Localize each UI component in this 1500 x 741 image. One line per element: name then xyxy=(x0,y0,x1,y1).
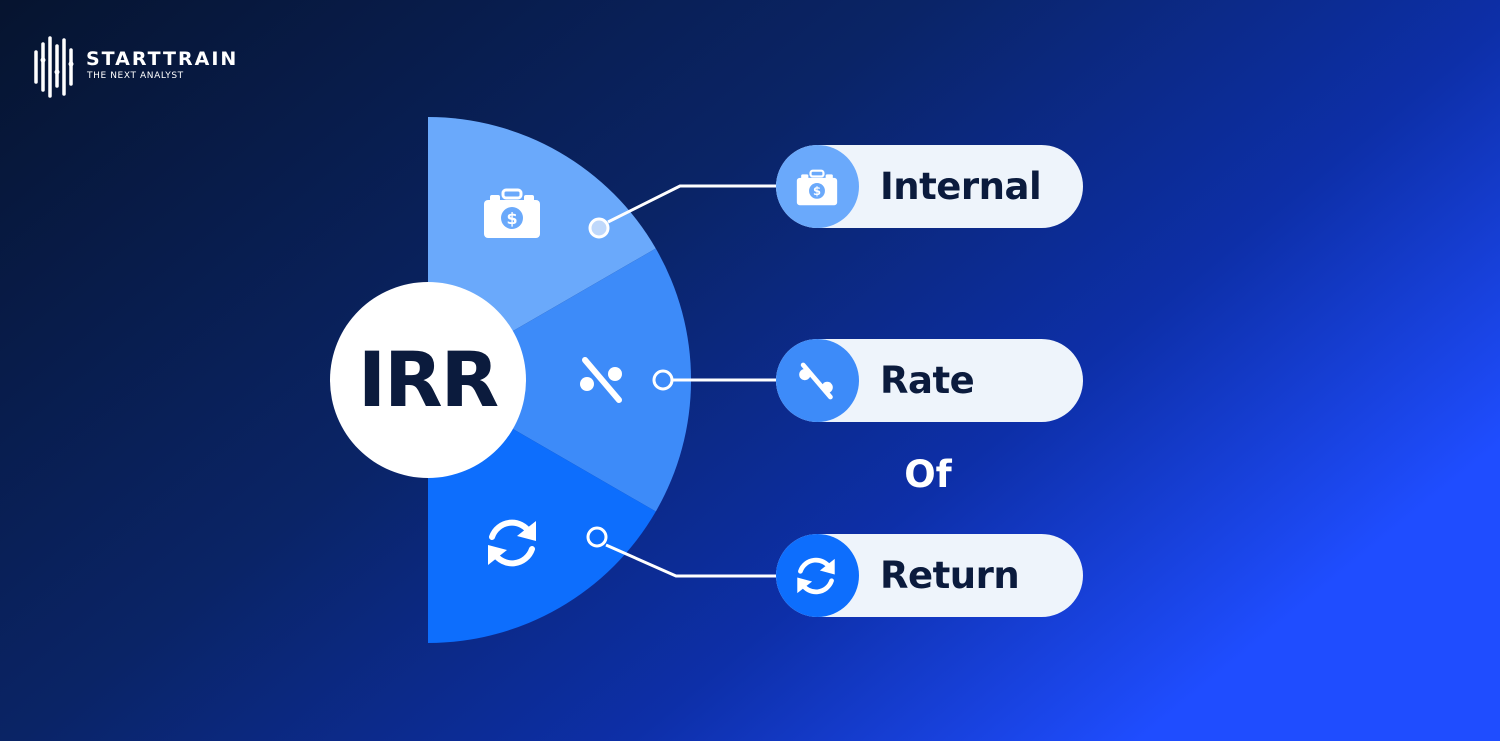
pill-return xyxy=(776,534,1083,617)
connector-dot-return xyxy=(586,526,608,548)
pill-briefcase-dollar-icon: $ xyxy=(796,169,838,206)
pill-refresh-cycle-icon xyxy=(797,557,835,595)
center-circle xyxy=(330,282,526,478)
logo-bars-icon xyxy=(34,36,73,98)
segment-rate xyxy=(428,248,692,512)
brand-name: STARTTRAIN xyxy=(86,48,239,70)
pill-rate xyxy=(776,339,1083,422)
brand-logo-mark xyxy=(34,36,74,98)
svg-text:$: $ xyxy=(813,184,821,198)
pill-label-rate: Rate xyxy=(880,359,975,402)
svg-text:$: $ xyxy=(506,209,517,228)
refresh-cycle-icon xyxy=(488,519,536,567)
pill-internal: $ xyxy=(776,145,1083,228)
pill-label-internal: Internal xyxy=(880,165,1042,208)
brand-tagline: THE NEXT ANALYST xyxy=(87,71,184,81)
briefcase-dollar-icon: $ xyxy=(484,188,540,238)
center-label-irr: IRR xyxy=(357,335,499,424)
connector-word-of: Of xyxy=(904,453,952,496)
pill-label-return: Return xyxy=(880,554,1020,597)
connector-line-internal xyxy=(607,184,790,224)
connector-line-return xyxy=(605,543,790,578)
percent-icon xyxy=(580,357,622,403)
pill-percent-icon xyxy=(799,362,833,400)
connector-dot-internal xyxy=(588,217,610,239)
connector-dot-rate xyxy=(652,369,674,391)
